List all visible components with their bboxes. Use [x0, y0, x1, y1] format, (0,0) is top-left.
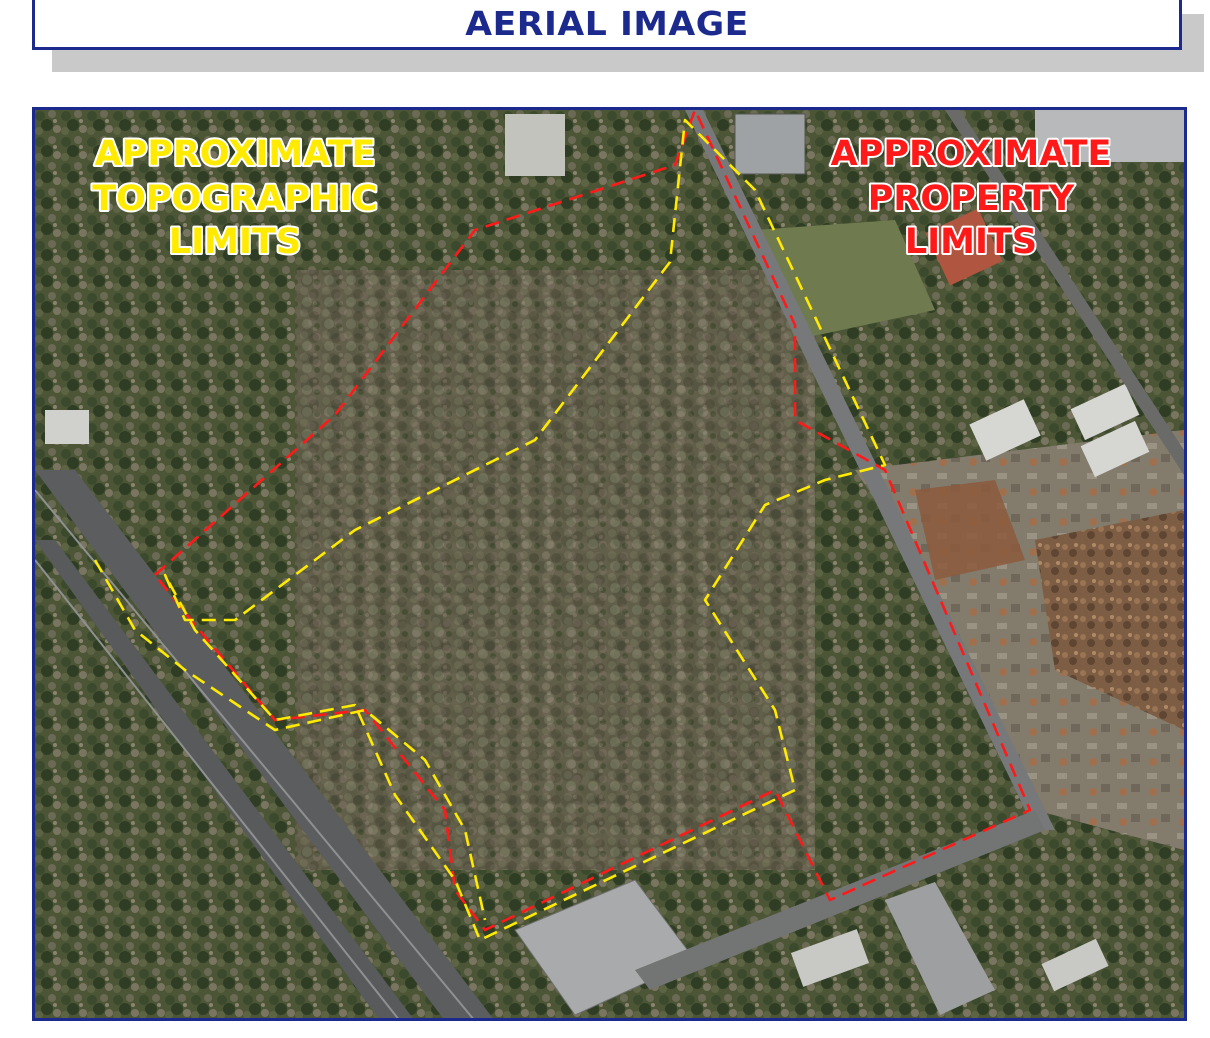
shed-1 [969, 399, 1041, 461]
topographic-limits-line [163, 118, 887, 942]
aerial-map[interactable]: APPROXIMATE TOPOGRAPHIC LIMITS APPROXIMA… [32, 107, 1187, 1021]
page-title: AERIAL IMAGE [465, 4, 749, 43]
building-north-2 [1035, 110, 1184, 162]
property-limits-label: APPROXIMATE PROPERTY LIMITS [829, 132, 1114, 264]
topographic-limits-label: APPROXIMATE TOPOGRAPHIC LIMITS [90, 132, 379, 264]
mulch-yard [1035, 510, 1184, 730]
warehouse-south-2 [885, 882, 995, 1015]
substation [505, 114, 565, 176]
building-north-1 [734, 113, 806, 175]
property-label-line-1: APPROXIMATE [831, 134, 1112, 174]
shed-2 [1070, 383, 1140, 441]
wooded-site [295, 270, 815, 870]
building-west [45, 410, 89, 444]
red-roof-building [925, 208, 1003, 286]
topographic-label-line-2: TOPOGRAPHIC [92, 179, 377, 219]
building-south-3 [790, 929, 870, 987]
aerial-map-canvas: APPROXIMATE TOPOGRAPHIC LIMITS APPROXIMA… [35, 110, 1184, 1018]
property-label-line-3: LIMITS [905, 222, 1037, 262]
topographic-label-line-3: LIMITS [169, 222, 301, 262]
property-limits-line [153, 110, 1032, 932]
topographic-label-line-1: APPROXIMATE [95, 134, 376, 174]
dirt-lot [915, 480, 1025, 580]
title-banner: AERIAL IMAGE [32, 0, 1182, 50]
topographic-limits-road-edge [93, 559, 487, 921]
building-south-4 [1041, 938, 1109, 992]
shed-3 [1080, 420, 1150, 478]
property-label-line-2: PROPERTY [868, 179, 1075, 219]
